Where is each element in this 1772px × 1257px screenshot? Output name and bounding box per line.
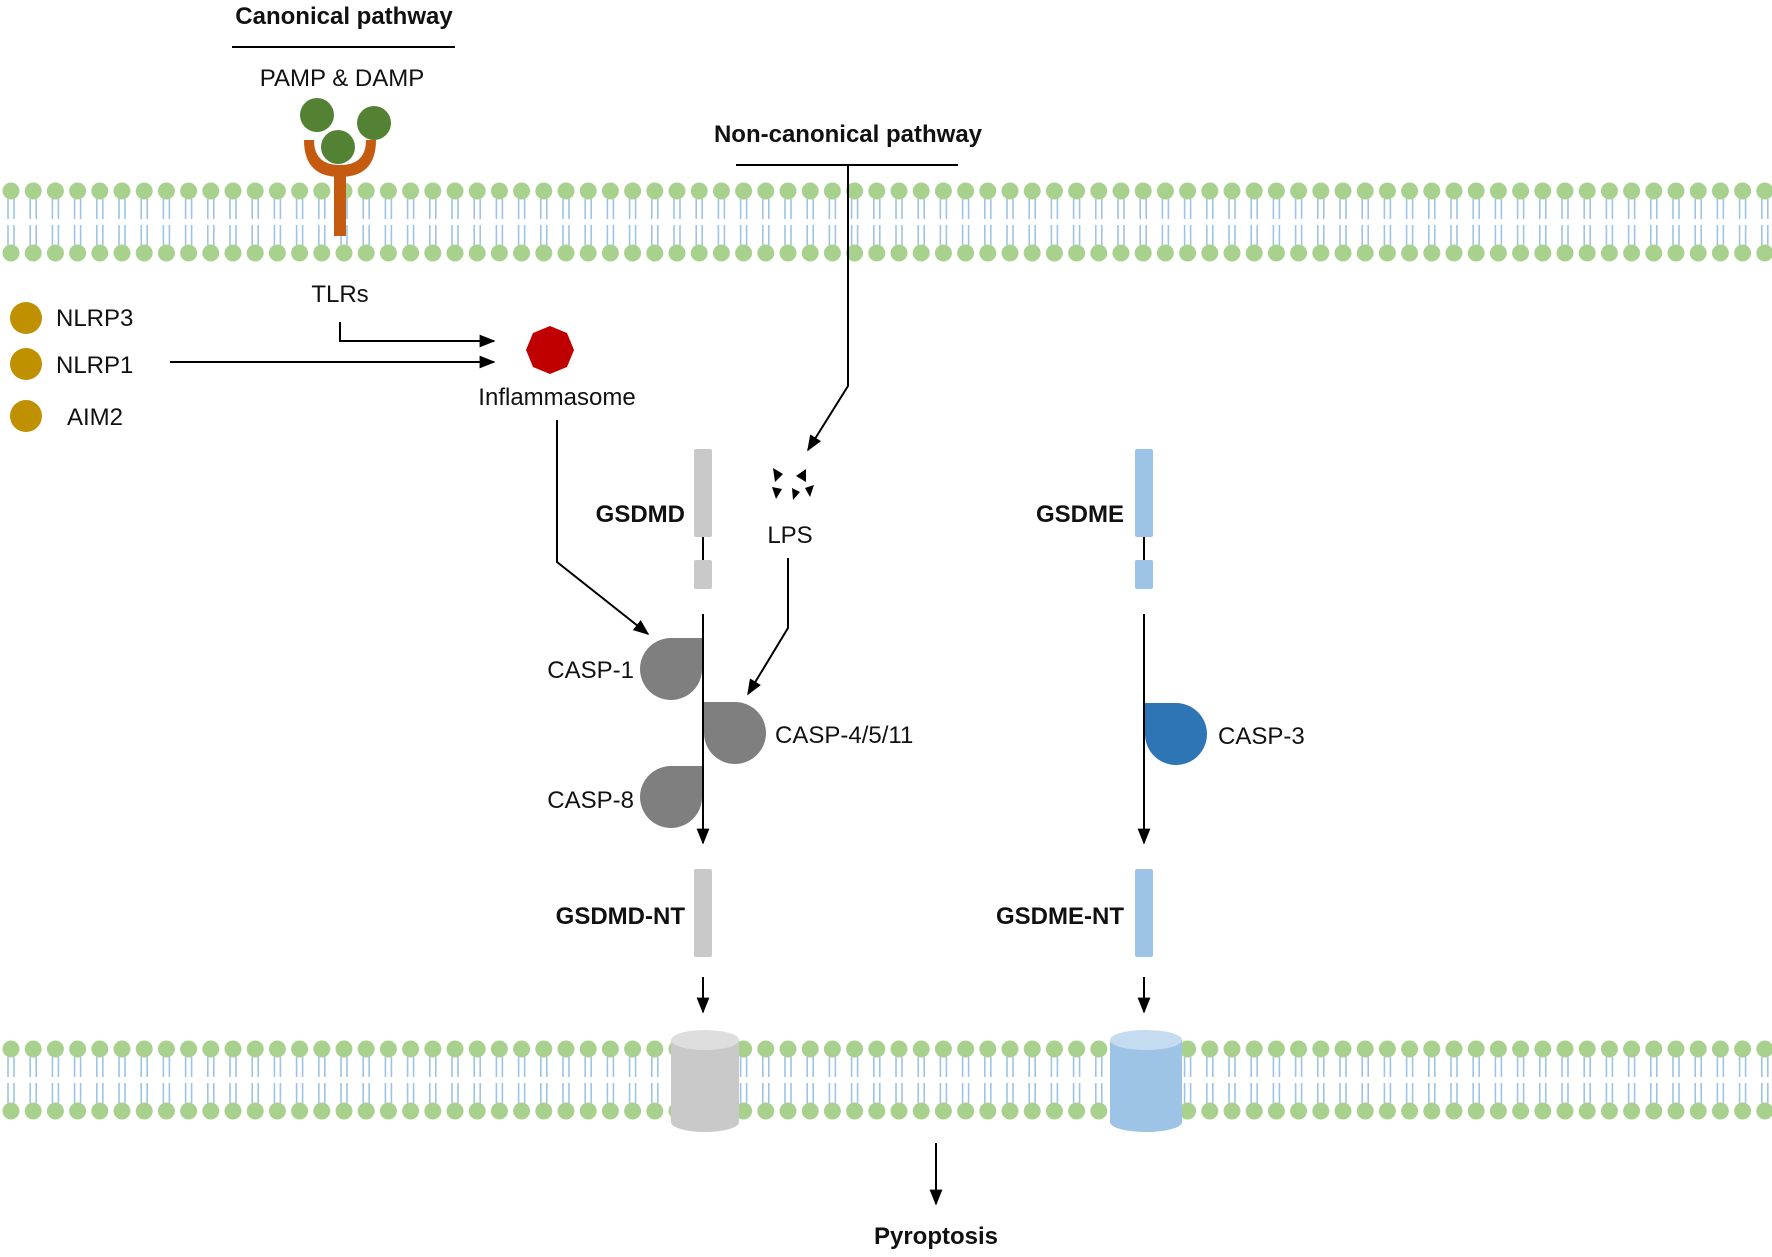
lps-to-casp4-arrow	[748, 558, 788, 694]
tlr-to-inflammasome-arrow	[340, 322, 494, 341]
casp4-5-11-shape	[704, 702, 766, 764]
noncanonical-pathway-title: Non-canonical pathway	[714, 121, 983, 148]
gsdmd-nt-shape	[694, 869, 712, 957]
casp8-shape	[640, 766, 702, 828]
gsdme-label: GSDME	[1036, 501, 1124, 528]
lps-molecules	[772, 468, 814, 500]
aim2-label: AIM2	[67, 404, 123, 431]
top-cell-membrane	[3, 183, 1772, 262]
gsdmd-protein	[694, 449, 712, 589]
casp1-shape	[640, 638, 702, 700]
nlrp1-label: NLRP1	[56, 352, 133, 379]
gsdme-nt-shape	[1135, 869, 1153, 957]
inflammasome-sensors: NLRP3 NLRP1 AIM2	[10, 302, 133, 432]
pyroptosis-label: Pyroptosis	[874, 1223, 998, 1250]
gsdme-nt-label: GSDME-NT	[996, 903, 1124, 930]
nlrp3-label: NLRP3	[56, 305, 133, 332]
lps-label: LPS	[767, 522, 812, 549]
casp4-5-11-label: CASP-4/5/11	[775, 722, 913, 749]
casp1-label: CASP-1	[547, 657, 634, 684]
inflammasome-shape	[526, 326, 574, 374]
bottom-cell-membrane	[3, 1041, 1772, 1120]
tlrs-label: TLRs	[311, 281, 368, 308]
gsdmd-pore	[671, 1030, 739, 1132]
canonical-pathway-title: Canonical pathway	[235, 3, 453, 30]
gsdmd-label: GSDMD	[596, 501, 685, 528]
casp8-label: CASP-8	[547, 787, 634, 814]
casp3-shape	[1145, 703, 1207, 765]
nlrp1-dot	[10, 348, 42, 380]
inflammasome-label: Inflammasome	[478, 384, 635, 411]
casp3-label: CASP-3	[1218, 723, 1305, 750]
gsdmd-nt-label: GSDMD-NT	[556, 903, 686, 930]
gsdme-protein	[1135, 449, 1153, 589]
aim2-dot	[10, 400, 42, 432]
gsdme-pore	[1110, 1030, 1182, 1132]
pamp-damp-label: PAMP & DAMP	[260, 65, 424, 92]
nlrp3-dot	[10, 302, 42, 334]
